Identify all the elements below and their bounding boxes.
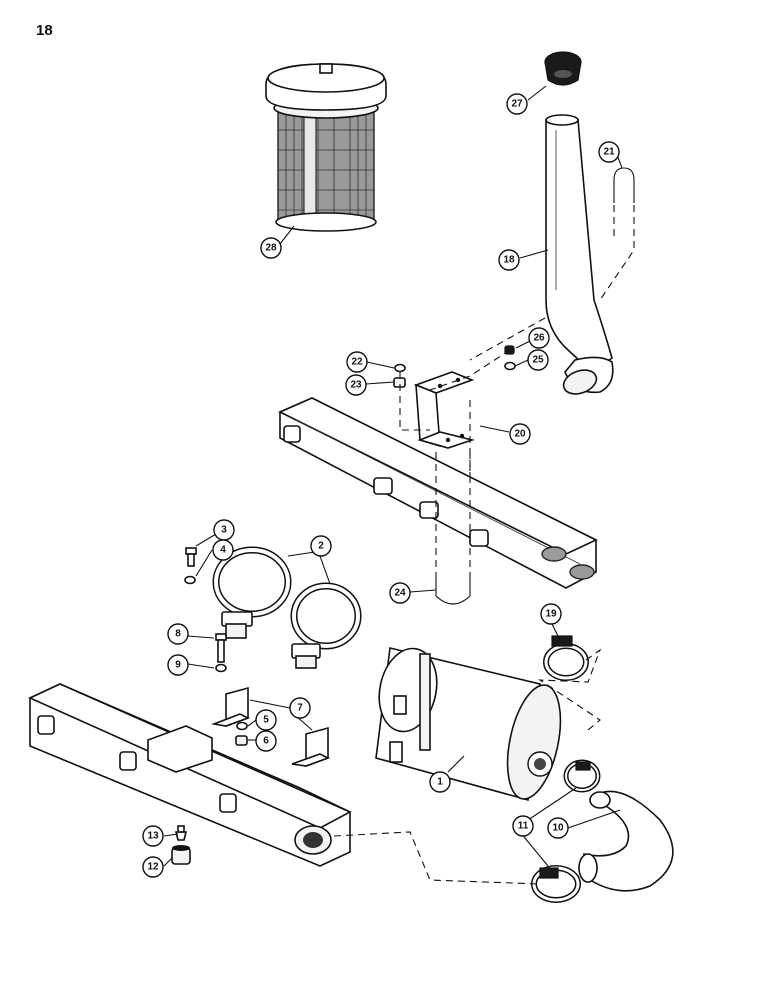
callout-label-22: 22 [351,357,363,368]
callout-label-12: 12 [147,862,159,873]
callout-27: 27 [506,93,528,115]
callout-3: 3 [213,519,235,541]
hose-clamp-11-upper [563,759,601,793]
callout-label-26: 26 [533,333,545,344]
washer-25 [504,361,516,371]
plug-12 [171,845,191,865]
callout-19: 19 [540,603,562,625]
bolt-3 [185,547,197,567]
air-cleaner-element [265,63,387,232]
callout-label-5: 5 [263,715,269,726]
callout-18: 18 [498,249,520,271]
nut-22 [394,363,406,373]
frame-rail [278,397,598,589]
callout-22: 22 [346,351,368,373]
hose-clamp-lower [290,582,362,669]
callout-label-28: 28 [265,243,277,254]
bolt-8 [215,633,227,663]
callout-20: 20 [509,423,531,445]
air-cleaner-body [375,647,562,802]
callout-1: 1 [429,771,451,793]
callout-11: 11 [512,815,534,837]
callout-label-13: 13 [147,831,159,842]
page-number: 18 [36,22,53,39]
callout-label-8: 8 [175,629,181,640]
callout-21: 21 [598,141,620,163]
u-bolt-24 [435,452,471,605]
callout-label-7: 7 [297,703,303,714]
hose-clamp-upper [212,546,292,639]
pipe-bracket [413,371,475,449]
callout-10: 10 [547,817,569,839]
callout-13: 13 [142,825,164,847]
callout-label-25: 25 [532,355,544,366]
callout-6: 6 [255,730,277,752]
callout-label-18: 18 [503,255,515,266]
intake-pipe [545,114,614,395]
hose-clamp-11-lower [531,865,581,903]
callout-2: 2 [310,535,332,557]
callout-label-2: 2 [318,541,324,552]
callout-label-3: 3 [221,525,227,536]
callout-label-27: 27 [511,99,523,110]
callout-label-23: 23 [350,380,362,391]
callout-9: 9 [167,654,189,676]
washer-9 [215,663,227,673]
u-bolt-21 [599,167,635,301]
callout-28: 28 [260,237,282,259]
callout-label-4: 4 [220,545,226,556]
callout-label-6: 6 [263,736,269,747]
callout-5: 5 [255,709,277,731]
callout-label-24: 24 [394,588,406,599]
washer-4 [184,575,196,585]
callout-24: 24 [389,582,411,604]
manifold [28,683,352,867]
clamp-bracket-lower [291,726,331,768]
fitting-13 [174,825,188,841]
nut-6 [235,735,248,746]
callout-label-10: 10 [552,823,564,834]
rain-cap [544,51,582,86]
lockwasher-5 [236,721,248,731]
callout-label-20: 20 [514,429,526,440]
callout-4: 4 [212,539,234,561]
callout-label-19: 19 [545,609,557,620]
callout-label-1: 1 [437,777,443,788]
callout-label-21: 21 [603,147,615,158]
callout-8: 8 [167,623,189,645]
callout-25: 25 [527,349,549,371]
callout-label-9: 9 [175,660,181,671]
callout-label-11: 11 [518,821,529,832]
callout-12: 12 [142,856,164,878]
callout-7: 7 [289,697,311,719]
leader-lines [163,85,623,867]
hose-clamp-19 [543,635,589,681]
clamp-bracket-upper [210,686,251,728]
hose-elbow [578,790,674,892]
callout-26: 26 [528,327,550,349]
callout-23: 23 [345,374,367,396]
